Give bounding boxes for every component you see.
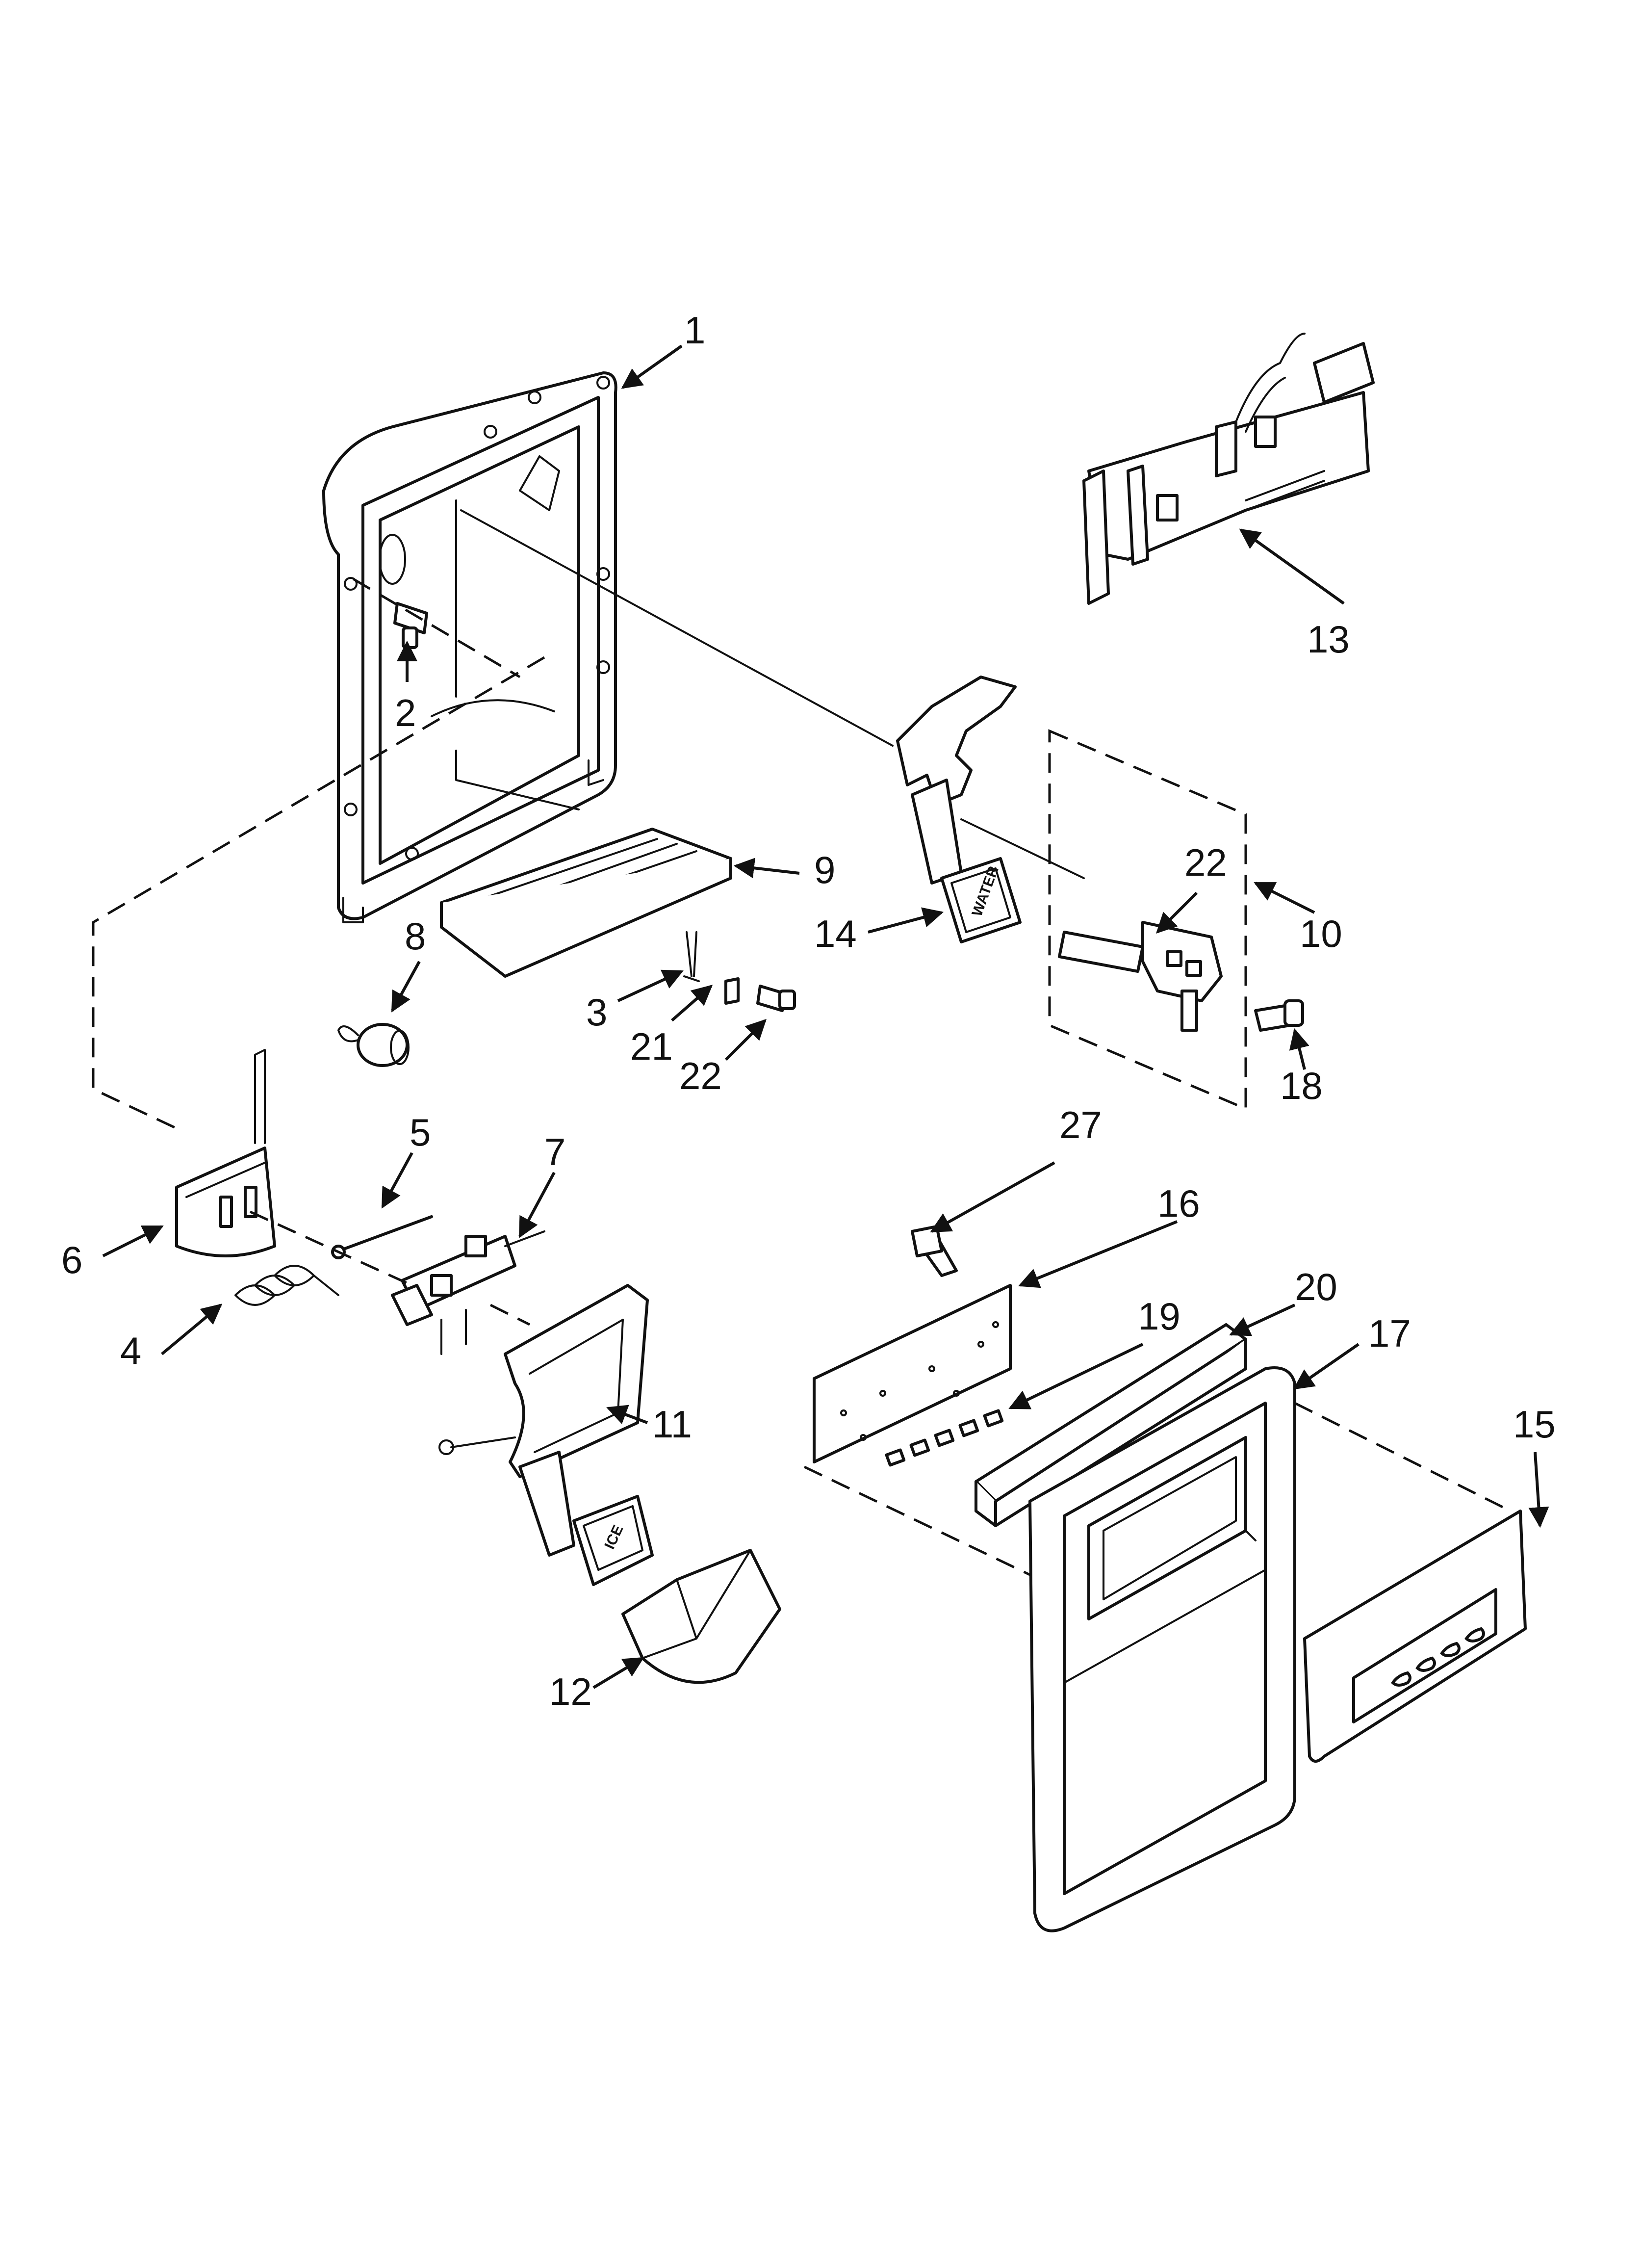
callout-12: 12 — [549, 1670, 592, 1713]
callout-27: 27 — [1059, 1103, 1102, 1147]
callout-1: 1 — [684, 309, 705, 352]
callout-9: 9 — [814, 848, 835, 891]
callout-21: 21 — [630, 1025, 673, 1068]
plug-part-8 — [337, 1023, 410, 1067]
callout-8: 8 — [405, 914, 426, 958]
ice-lever-arm-part-11: ICE — [438, 1284, 654, 1586]
button-keys-part-19 — [885, 1409, 1004, 1467]
spring-part-3 — [683, 931, 700, 982]
callout-18: 18 — [1280, 1064, 1323, 1107]
callout-10: 10 — [1300, 912, 1342, 955]
bracket-part-21 — [724, 977, 740, 1005]
dispenser-housing-part-1 — [322, 371, 617, 923]
switch-housing-part-6 — [175, 1049, 276, 1257]
callout-11: 11 — [652, 1403, 692, 1446]
screw-part-22-lower — [756, 985, 796, 1012]
assembly-lines — [92, 509, 1512, 1576]
screw-part-27 — [911, 1225, 958, 1277]
callout-20: 20 — [1295, 1265, 1337, 1308]
water-lever-arm-part-14: WATER — [896, 676, 1022, 943]
callout-4: 4 — [120, 1329, 141, 1372]
callout-5: 5 — [410, 1111, 431, 1154]
light-bar-part-20 — [975, 1323, 1247, 1527]
callout-3: 3 — [586, 991, 607, 1034]
callout-7: 7 — [544, 1130, 565, 1173]
control-board-part-16 — [813, 1284, 1012, 1463]
actuator-part-7 — [391, 1230, 545, 1355]
leader-arrows — [102, 344, 1549, 1689]
control-bracket-part-13 — [1082, 333, 1375, 605]
callout-14: 14 — [814, 912, 857, 955]
drip-tray-part-9 — [440, 828, 732, 978]
callout-numbers: 1 2 3 4 5 6 7 8 9 10 11 12 13 14 15 16 1… — [61, 309, 1556, 1713]
callout-15: 15 — [1513, 1403, 1556, 1446]
callout-17: 17 — [1368, 1312, 1411, 1355]
torsion-spring-part-4 — [234, 1265, 339, 1306]
callout-13: 13 — [1307, 618, 1350, 661]
callout-22-upper: 22 — [1184, 841, 1227, 884]
callout-19: 19 — [1138, 1295, 1180, 1338]
callout-22-lower: 22 — [679, 1054, 722, 1097]
trim-panel-part-15 — [1303, 1510, 1527, 1763]
dispenser-face-frame-part-17 — [1028, 1366, 1296, 1932]
screw-part-18 — [1254, 999, 1304, 1032]
assembly-box-part-10 — [1048, 729, 1247, 1111]
ice-chute-part-12 — [621, 1549, 781, 1684]
callout-16: 16 — [1157, 1182, 1200, 1225]
callout-6: 6 — [61, 1238, 82, 1281]
callout-2: 2 — [395, 691, 416, 734]
pin-part-5 — [331, 1215, 433, 1259]
